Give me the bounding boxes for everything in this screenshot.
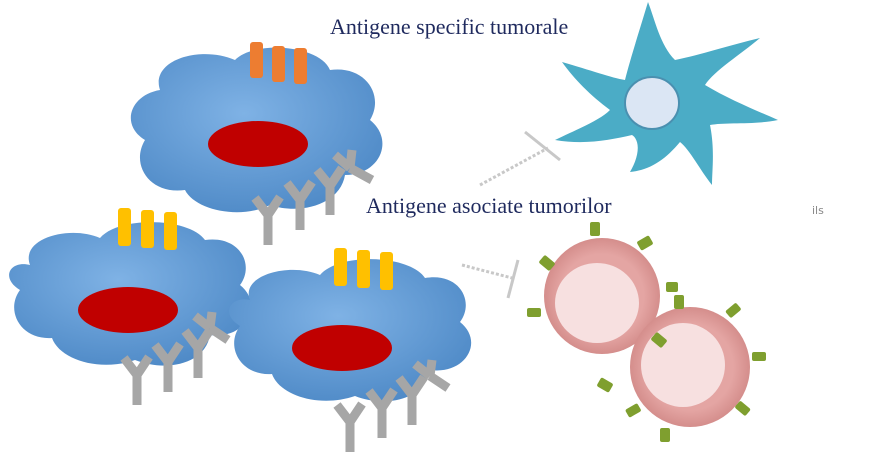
receptor [181, 327, 214, 378]
lymphocyte-antigen [666, 282, 678, 292]
specific-antigen [294, 48, 307, 84]
lymphocyte-antigen [527, 308, 541, 317]
lymphocyte-antigen [539, 255, 555, 271]
receptor [120, 354, 153, 405]
specific-antigen-group [250, 42, 307, 84]
associated-antigen [380, 252, 393, 290]
tumor-cell-bottom-right-nucleus [292, 325, 392, 371]
lymphocyte-antigen [660, 428, 670, 442]
lymphocyte-front [630, 307, 750, 427]
label-fragment: ils [812, 204, 824, 217]
label-specific-tumor-antigens: Antigene specific tumorale [330, 14, 569, 39]
receptor [333, 401, 366, 452]
label-tumor-associated-antigens: Antigene asociate tumorilor [366, 193, 612, 218]
inhibition-arrow-top [479, 130, 561, 187]
specific-antigen [250, 42, 263, 78]
dendritic-cell-nucleus [624, 76, 680, 130]
receptor [395, 374, 428, 425]
lymphocyte-antigen [735, 401, 751, 416]
receptor [332, 149, 375, 184]
receptor [365, 387, 398, 438]
receptor [283, 179, 316, 230]
receptor-group-top [251, 149, 375, 245]
receptor [192, 311, 231, 344]
specific-antigen [272, 46, 285, 82]
dendritic-cell [555, 2, 778, 185]
associated-antigen [357, 250, 370, 288]
lymphocyte-antigen [674, 295, 684, 309]
associated-antigen [334, 248, 347, 286]
lymphocyte-antigen [651, 332, 667, 348]
tumor-cell-bottom-left-nucleus [78, 287, 178, 333]
associated-antigen [164, 212, 177, 250]
tumor-cell-top-nucleus [208, 121, 308, 167]
inhibition-arrow-bottom [461, 259, 520, 299]
associated-antigen [141, 210, 154, 248]
lymphocyte-antigen [597, 377, 613, 393]
lymphocyte-antigen [725, 303, 741, 318]
associated-antigen-group-right [334, 248, 393, 290]
associated-antigen-group-left [118, 208, 177, 250]
lymphocyte-antigen-group [527, 222, 766, 442]
tumor-cell-bottom-right [229, 248, 472, 452]
receptor [412, 359, 451, 392]
lymphocyte-back [544, 238, 660, 354]
receptor [151, 341, 184, 392]
associated-antigen [118, 208, 131, 246]
receptor [313, 165, 346, 215]
receptor [251, 194, 284, 245]
receptor-group-right [333, 359, 451, 452]
lymphocyte-antigen [752, 352, 766, 361]
lymphocyte-back-inner [555, 263, 639, 343]
lymphocyte-antigen [590, 222, 600, 236]
receptor-group-left [120, 311, 231, 405]
lymphocyte-antigen [625, 403, 641, 418]
lymphocyte-antigen [637, 235, 653, 251]
tumor-cell-bottom-left [9, 208, 252, 405]
tumor-cell-top [130, 42, 383, 245]
